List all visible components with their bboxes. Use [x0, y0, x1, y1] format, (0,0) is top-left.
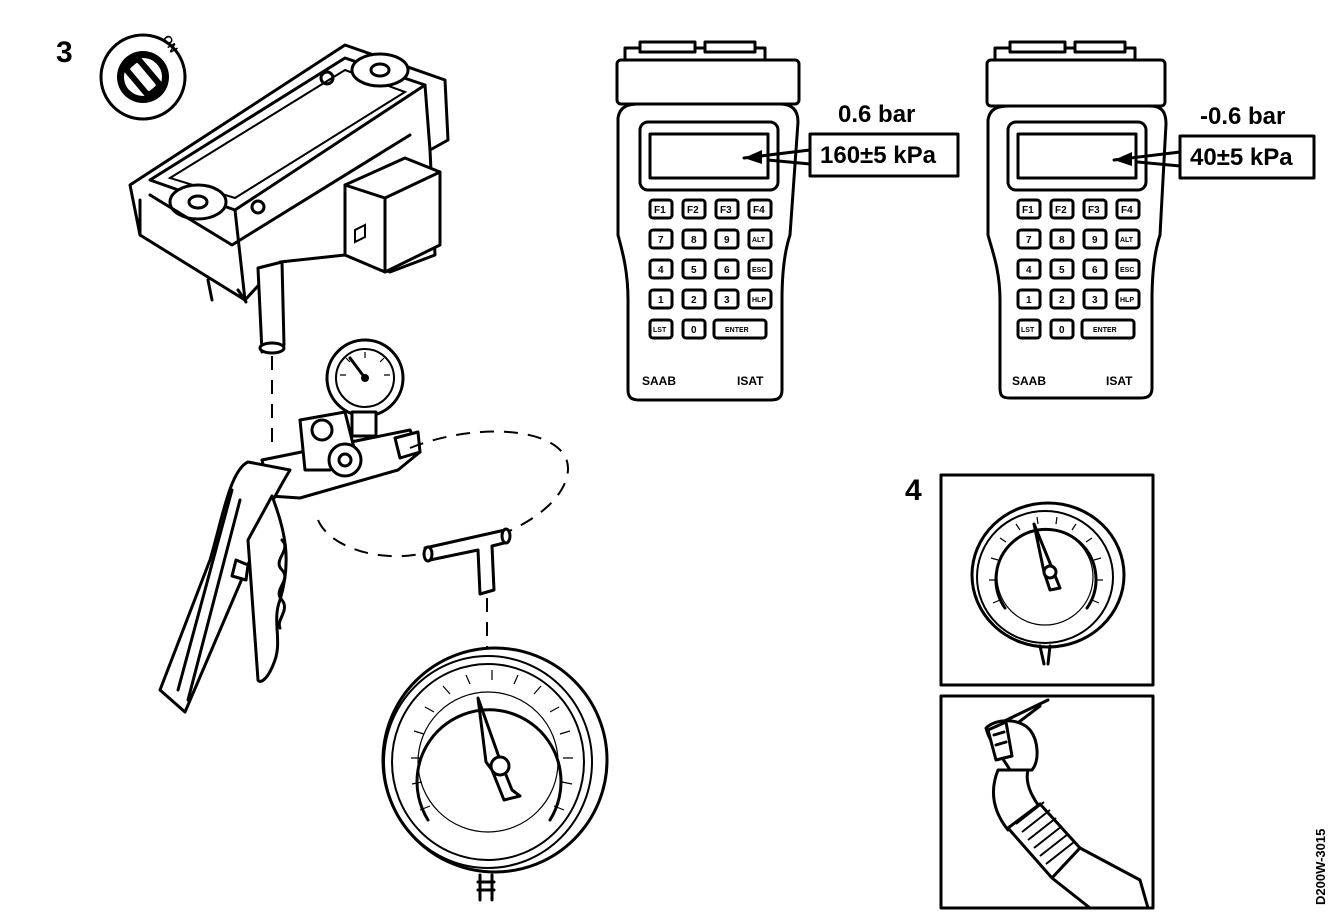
svg-text:5: 5	[1059, 265, 1065, 276]
svg-text:ALT: ALT	[752, 237, 766, 244]
isat-tester-right: F1 F2 F3 F4 7 8 9 ALT 4 5 6 ESC 1 2 3 HL…	[985, 40, 1168, 400]
svg-text:4: 4	[658, 265, 664, 276]
svg-text:1: 1	[1026, 295, 1032, 306]
svg-text:HLP: HLP	[752, 297, 766, 304]
hand-vacuum-pump-icon	[158, 338, 422, 714]
tester-left-readout: 0.6 bar 160±5 kPa	[742, 101, 960, 178]
svg-text:1: 1	[658, 295, 664, 306]
svg-text:F4: F4	[1121, 205, 1133, 216]
tester-left-brand: SAAB	[642, 374, 676, 388]
svg-text:0: 0	[691, 325, 697, 336]
svg-text:ESC: ESC	[752, 267, 766, 274]
tester-right-brand: SAAB	[1012, 374, 1046, 388]
step4-gauge-panel	[939, 473, 1155, 687]
svg-text:4: 4	[1026, 265, 1032, 276]
step4-hose-panel	[939, 694, 1155, 910]
figure-code: D200W-3015	[1313, 829, 1328, 905]
svg-text:6: 6	[1092, 265, 1098, 276]
svg-text:7: 7	[1026, 235, 1032, 246]
tester-right-pressure-bar: -0.6 bar	[1200, 103, 1285, 130]
svg-text:9: 9	[1092, 235, 1098, 246]
svg-text:0: 0	[1059, 325, 1065, 336]
large-pressure-gauge-icon	[381, 646, 609, 902]
step-3-label: 3	[56, 36, 73, 69]
svg-text:5: 5	[691, 265, 697, 276]
svg-text:F3: F3	[720, 205, 732, 216]
svg-text:LST: LST	[1021, 327, 1035, 334]
tester-right-model: ISAT	[1106, 374, 1133, 388]
svg-text:F3: F3	[1088, 205, 1100, 216]
svg-text:ESC: ESC	[1120, 267, 1134, 274]
svg-text:3: 3	[724, 295, 730, 306]
svg-text:3: 3	[1092, 295, 1098, 306]
svg-text:F1: F1	[654, 205, 666, 216]
tester-right-pressure-kpa: 40±5 kPa	[1190, 144, 1293, 171]
isat-tester-left: F1 F2 F3 F4 7 8 9 ALT 4 5 6 ESC 1 2 3 HL…	[615, 40, 801, 402]
tester-left-model: ISAT	[737, 374, 764, 388]
svg-text:HLP: HLP	[1120, 297, 1134, 304]
svg-text:2: 2	[691, 295, 697, 306]
svg-text:F2: F2	[687, 205, 699, 216]
svg-text:7: 7	[658, 235, 664, 246]
svg-text:6: 6	[724, 265, 730, 276]
svg-text:9: 9	[724, 235, 730, 246]
ignition-switch-icon: ON	[99, 33, 187, 121]
svg-text:8: 8	[1059, 235, 1065, 246]
hose-loop-dashed-right	[409, 430, 570, 553]
svg-text:F4: F4	[753, 205, 765, 216]
keypad-right: F1 F2 F3 F4 7 8 9 ALT 4 5 6 ESC 1 2 3 HL…	[1016, 198, 1141, 340]
svg-text:2: 2	[1059, 295, 1065, 306]
svg-text:8: 8	[691, 235, 697, 246]
svg-text:F1: F1	[1022, 205, 1034, 216]
tester-left-pressure-kpa: 160±5 kPa	[820, 142, 937, 169]
tester-left-pressure-bar: 0.6 bar	[838, 101, 915, 128]
pressure-sensor-icon	[128, 43, 450, 355]
svg-text:F2: F2	[1055, 205, 1067, 216]
keypad-left: F1 F2 F3 F4 7 8 9 ALT 4 5 6 ESC 1 2 3 HL…	[648, 198, 773, 340]
svg-text:ALT: ALT	[1120, 237, 1134, 244]
tester-right-readout: -0.6 bar 40±5 kPa	[1112, 103, 1316, 180]
svg-text:LST: LST	[653, 327, 667, 334]
t-connector-icon	[422, 527, 512, 596]
svg-text:ENTER: ENTER	[1093, 327, 1117, 334]
svg-text:ENTER: ENTER	[725, 327, 749, 334]
step-4-label: 4	[905, 474, 922, 507]
hose-loop-dashed-left	[317, 519, 421, 558]
